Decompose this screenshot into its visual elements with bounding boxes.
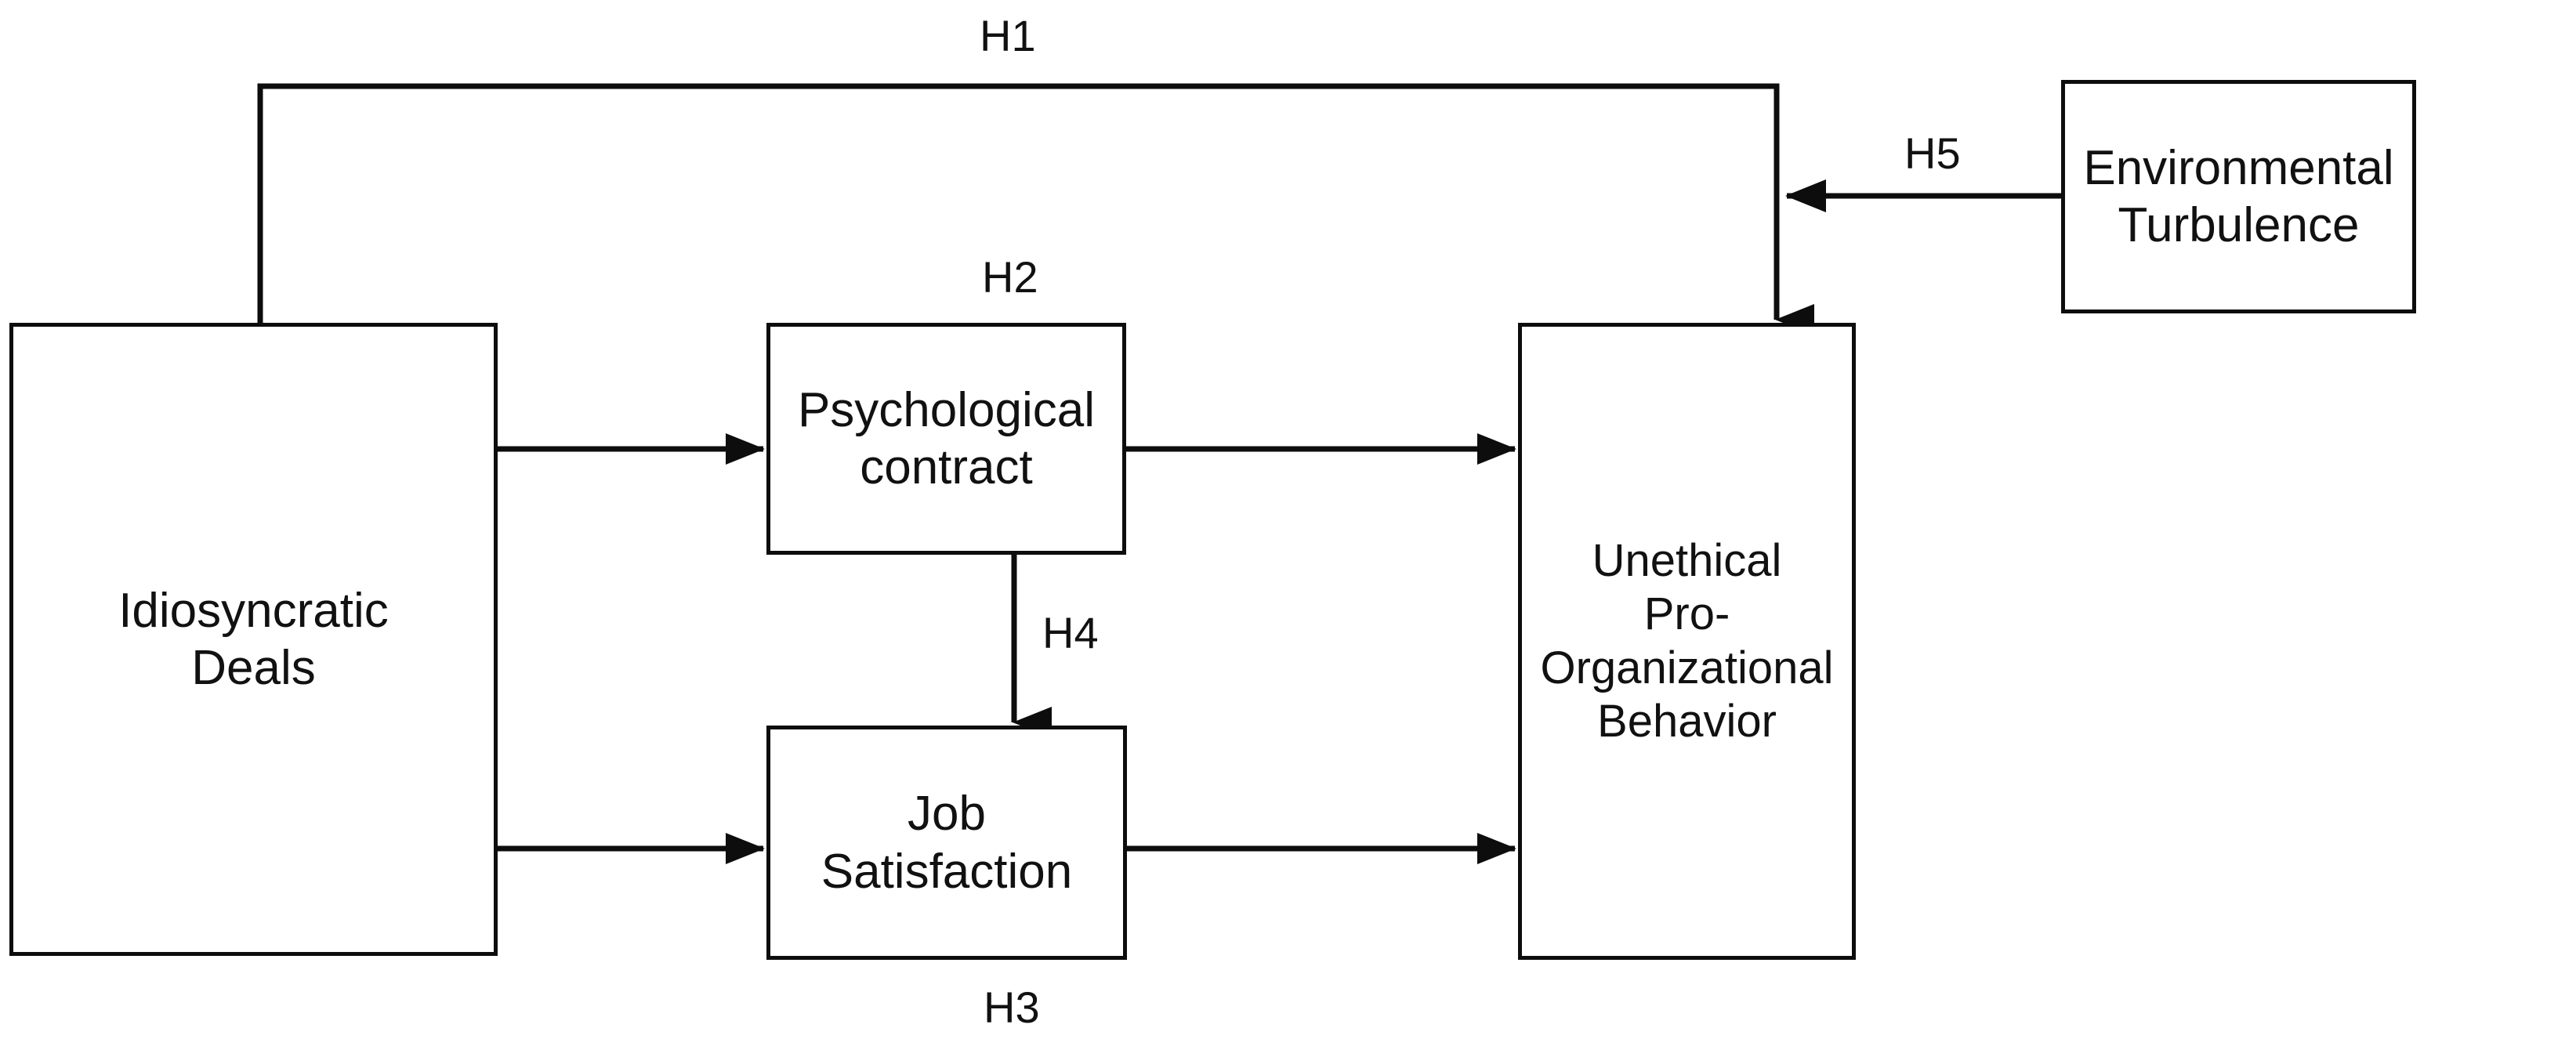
hypothesis-label-h4: H4 xyxy=(1042,608,1099,657)
edge-h1 xyxy=(257,83,1814,335)
node-job-satisfaction[interactable]: Job Satisfaction xyxy=(766,726,1127,960)
hypothesis-label-h2: H2 xyxy=(982,252,1038,302)
node-psychological-contract[interactable]: Psychological contract xyxy=(766,323,1126,555)
node-idiosyncratic-deals-label: Idiosyncratic Deals xyxy=(118,583,389,695)
hypothesis-label-h5: H5 xyxy=(1904,128,1961,178)
node-psychological-contract-label: Psychological contract xyxy=(797,382,1096,494)
node-idiosyncratic-deals[interactable]: Idiosyncratic Deals xyxy=(9,323,498,956)
node-unethical-pro-organizational-behavior-label: Unethical Pro-Organizational Behavior xyxy=(1540,534,1834,747)
hypothesis-label-h3: H3 xyxy=(984,983,1040,1032)
node-job-satisfaction-label: Job Satisfaction xyxy=(821,787,1073,899)
node-unethical-pro-organizational-behavior[interactable]: Unethical Pro-Organizational Behavior xyxy=(1518,323,1856,960)
hypothesis-label-h1: H1 xyxy=(980,11,1036,60)
node-environmental-turbulence[interactable]: Environmental Turbulence xyxy=(2061,80,2416,313)
node-environmental-turbulence-label: Environmental Turbulence xyxy=(2083,140,2394,252)
